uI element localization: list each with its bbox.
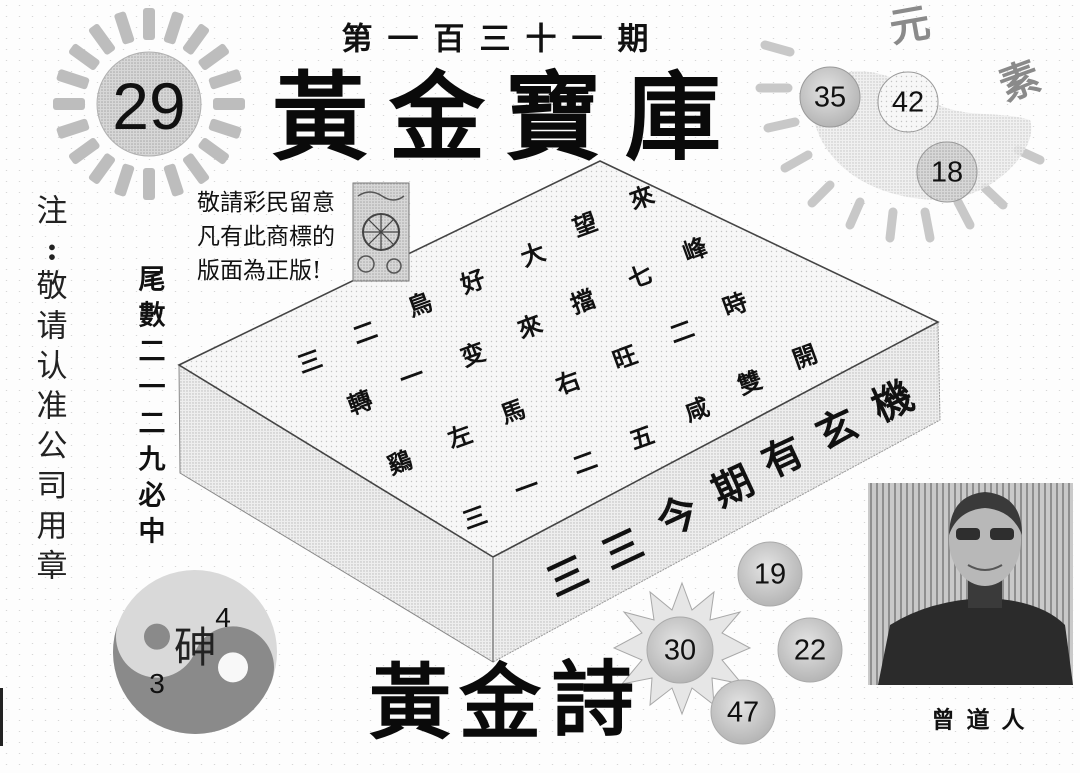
ball-number: 35: [813, 81, 847, 114]
left-sun-disc: [96, 51, 202, 157]
note-char: 敬: [36, 268, 68, 305]
issue-title-char: 百: [433, 21, 465, 58]
notice-line: 敬請彩民留意: [197, 190, 335, 216]
ball-shapes: [646, 66, 978, 745]
tail-char: 尾: [138, 264, 166, 296]
ball-number: 18: [930, 156, 964, 189]
tail-char: 一: [138, 372, 166, 404]
ball-number: 30: [663, 634, 697, 667]
corner-char: 元: [886, 0, 934, 53]
tail-char: 數: [138, 300, 166, 332]
notice-line: 版面為正版!: [197, 258, 322, 284]
issue-title-char: 一: [571, 21, 603, 58]
authenticity-notice: 敬請彩民留意 凡有此商標的 版面為正版!: [197, 186, 335, 288]
yinyang-char: 砷: [173, 623, 217, 672]
poem-title-char: 黃: [368, 655, 452, 751]
tail-char: 二: [138, 336, 166, 368]
yinyang-number-top: 4: [215, 602, 231, 633]
trademark-stamp-icon: [352, 182, 410, 282]
sun-number: 29: [112, 69, 186, 143]
issue-title-char: 三: [479, 21, 511, 58]
ball-number: 47: [726, 696, 760, 729]
ball-number: 22: [793, 634, 827, 667]
issue-title-char: 一: [387, 21, 419, 58]
poem-title-char: 詩: [551, 652, 635, 748]
tail-char: 九: [138, 444, 166, 476]
yinyang-number-bottom: 3: [149, 668, 165, 699]
issue-title-char: 期: [617, 21, 649, 58]
photo-caption: 曾道人: [931, 706, 1037, 734]
note-char: 公: [36, 428, 68, 465]
note-char: 认: [36, 348, 68, 385]
main-title-char: 寶: [505, 61, 601, 174]
tail-char: 中: [138, 516, 166, 548]
left-sun-rays: [53, 8, 245, 200]
note-char: 用: [36, 508, 68, 545]
note-char: 请: [36, 308, 68, 345]
yin-yang-icon: [113, 570, 277, 734]
note-char: 司: [36, 468, 68, 505]
puzzle-box: [177, 160, 941, 663]
main-title-char: 庫: [625, 61, 721, 174]
notice-line: 凡有此商標的: [197, 224, 335, 250]
tail-char: 必: [138, 480, 166, 512]
note-char: :: [46, 231, 58, 268]
poem-title-char: 金: [458, 655, 542, 751]
main-title-char: 金: [389, 61, 485, 174]
tail-char: 二: [138, 408, 166, 440]
issue-title-char: 第: [341, 21, 373, 58]
main-title-char: 黃: [272, 61, 368, 174]
ball-number: 19: [753, 558, 787, 591]
note-char: 注: [36, 193, 68, 230]
issue-title-char: 十: [525, 21, 557, 58]
scan-artifact: [0, 688, 3, 746]
note-char: 章: [36, 548, 68, 585]
portrait-photo: [868, 483, 1073, 685]
ball-number: 42: [891, 86, 925, 119]
note-char: 准: [36, 388, 68, 425]
